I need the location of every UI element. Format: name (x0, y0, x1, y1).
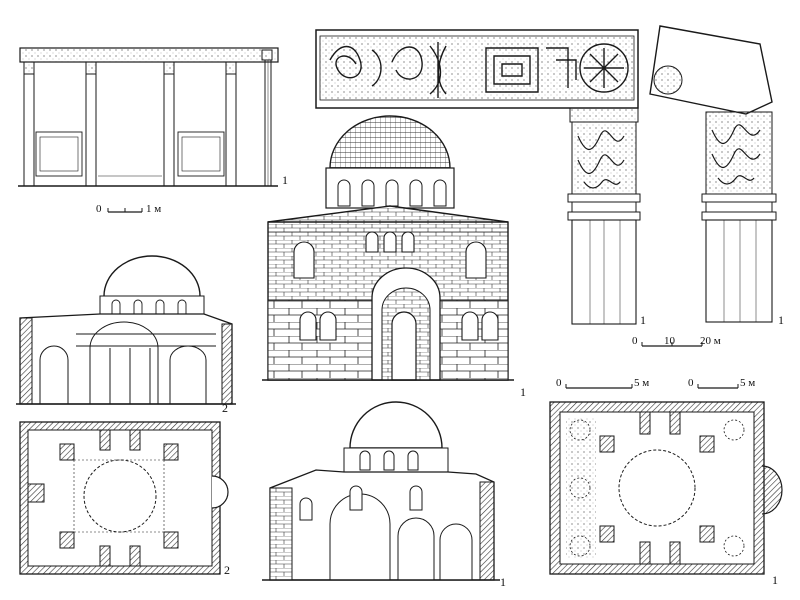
scale-column-mid: 10 (664, 335, 676, 347)
church-section-center (262, 401, 500, 581)
label-facade: 1 (520, 385, 526, 399)
column-capital-left (567, 107, 641, 325)
iconostasis-elevation (18, 47, 279, 187)
label-iconostasis: 1 (282, 173, 288, 187)
label-column-left: 1 (640, 313, 646, 327)
label-section-center: 1 (500, 575, 506, 589)
column-capital-right (649, 25, 777, 323)
carved-frieze (315, 29, 639, 109)
label-column-right: 1 (778, 313, 784, 327)
scale-bar-iconostasis (107, 208, 143, 213)
scale-bar-plan-b (697, 384, 739, 389)
scale-plan-a-mark: 5 м (634, 377, 649, 389)
church-facade (262, 115, 514, 381)
church-section-left (16, 255, 236, 405)
scale-iconostasis-zero: 0 (96, 203, 102, 215)
scale-plan-b-zero: 0 (688, 377, 694, 389)
scale-iconostasis-mark: 1 м (146, 203, 161, 215)
scale-column-zero: 0 (632, 335, 638, 347)
scale-column-mark: 20 м (700, 335, 721, 347)
scale-bar-column (641, 342, 703, 347)
scale-plan-a-zero: 0 (556, 377, 562, 389)
label-section-left: 2 (222, 401, 228, 415)
label-plan-right: 1 (772, 573, 778, 587)
church-plan-left (19, 421, 229, 575)
scale-plan-b-mark: 5 м (740, 377, 755, 389)
scale-bar-plan-a (565, 384, 633, 389)
church-plan-right (549, 401, 783, 575)
label-plan-left: 2 (224, 563, 230, 577)
